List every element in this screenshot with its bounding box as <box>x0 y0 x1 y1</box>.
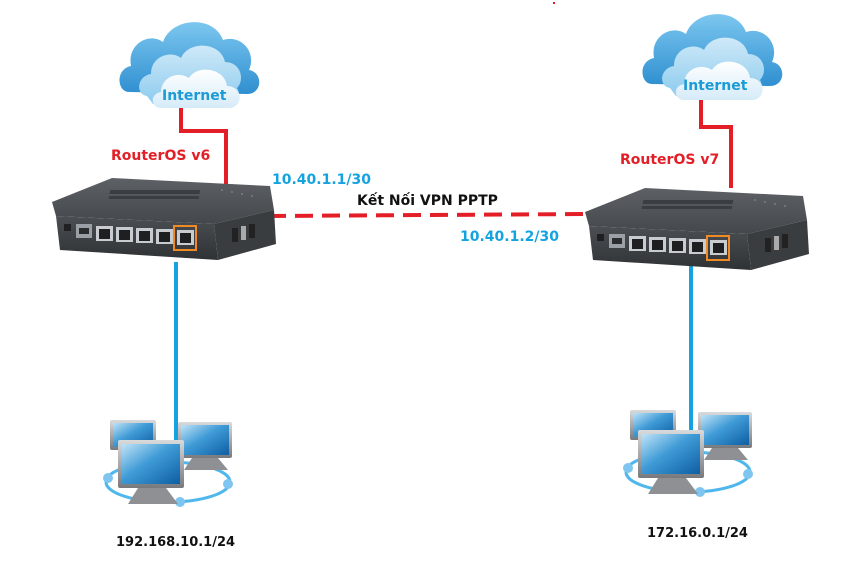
stray-mark <box>553 2 555 4</box>
router-icon-left <box>51 177 277 261</box>
lan-workstations-icon-right <box>621 408 755 499</box>
lan-subnet-left: 192.168.10.1/24 <box>116 535 236 550</box>
vpn-tunnel-link <box>267 212 589 218</box>
vpn-link-label: Kết Nối VPN PPTP <box>357 193 498 209</box>
router-icon-right <box>584 187 810 271</box>
tunnel-ip-left: 10.40.1.1/30 <box>272 172 371 188</box>
router-label-left: RouterOS v6 <box>111 148 211 164</box>
lan-subnet-right: 172.16.0.1/24 <box>647 526 748 541</box>
cloud-label-left: Internet <box>162 88 227 104</box>
wan-link-left <box>179 104 228 188</box>
internet-cloud-icon-left: Internet <box>119 22 260 108</box>
internet-cloud-icon-right: Internet <box>642 14 783 100</box>
tunnel-ip-right: 10.40.1.2/30 <box>460 229 559 245</box>
wan-link-right <box>699 98 733 188</box>
lan-workstations-icon-left <box>101 418 235 509</box>
router-label-right: RouterOS v7 <box>620 152 720 168</box>
cloud-label-right: Internet <box>683 78 748 94</box>
